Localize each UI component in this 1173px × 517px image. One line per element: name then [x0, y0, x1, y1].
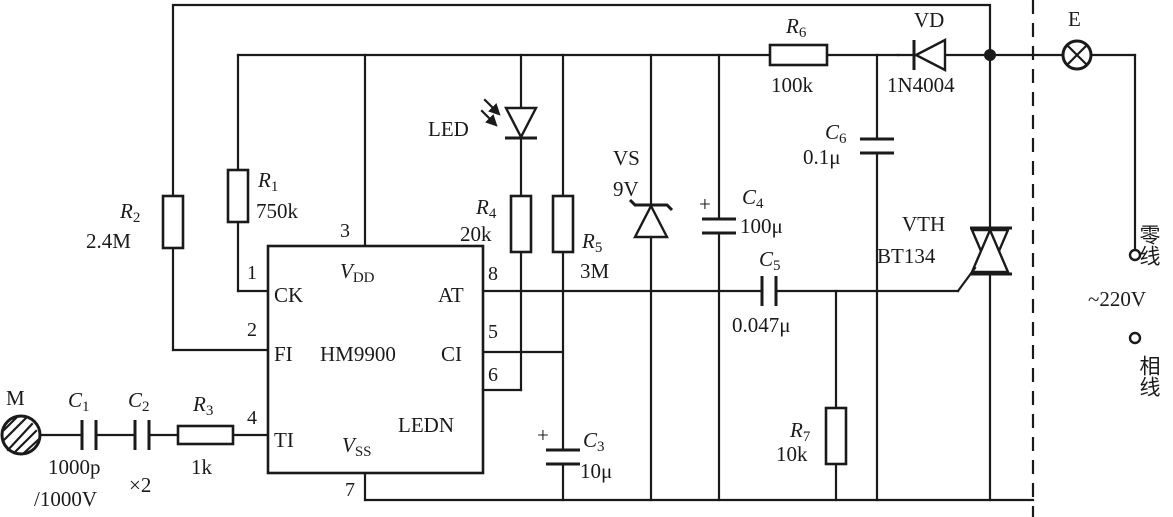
pin-ti-label: TI [274, 428, 294, 452]
ic-hm9900 [266, 244, 485, 475]
c1-voltage: /1000V [34, 487, 97, 511]
resistor-r6 [768, 43, 829, 67]
resistor-r1 [226, 168, 250, 224]
neutral-terminal [1128, 248, 1142, 262]
resistor-r4 [509, 194, 533, 254]
pin-vss-label: VSS [342, 433, 372, 460]
pin-8-number: 8 [488, 263, 498, 285]
pin-at-label: AT [438, 283, 464, 307]
neutral-label: 零线 [1137, 224, 1161, 266]
phase-label: 相线 [1137, 355, 1161, 397]
r1-value: 750k [256, 199, 299, 223]
capacitor-c5 [760, 276, 778, 306]
pin-1-number: 1 [247, 262, 257, 284]
c5-value: 0.047μ [732, 313, 791, 337]
resistor-r7 [824, 406, 848, 466]
vs-value: 9V [613, 177, 639, 201]
r4-value: 20k [460, 222, 492, 246]
capacitor-c2 [133, 420, 151, 450]
capacitor-c6 [860, 137, 894, 155]
r2-ref: R2 [119, 199, 140, 226]
pin-6-number: 6 [488, 364, 498, 386]
c3-value: 10μ [580, 459, 612, 483]
led-label: LED [428, 117, 469, 141]
r2-value: 2.4M [86, 229, 131, 253]
wires [38, 3, 1137, 502]
ic-name: HM9900 [320, 342, 396, 366]
resistor-r3 [176, 424, 235, 446]
mains-voltage: ~220V [1088, 287, 1146, 311]
r7-value: 10k [776, 442, 808, 466]
lamp-e [1061, 39, 1093, 71]
r5-value: 3M [580, 259, 610, 283]
vth-label: VTH [902, 212, 945, 236]
c5-ref: C5 [759, 247, 781, 274]
r3-ref: R3 [192, 392, 213, 419]
pin-ci-label: CI [441, 342, 462, 366]
triac-vth [956, 226, 1012, 293]
c4-value: 100μ [740, 214, 783, 238]
pin-ledn-label: LEDN [398, 413, 454, 437]
c3-polarity: + [537, 423, 549, 447]
c1-quantity: ×2 [129, 473, 151, 497]
r6-ref: R6 [785, 14, 807, 41]
r4-ref: R4 [475, 195, 497, 222]
c1-value: 1000p [48, 455, 101, 479]
vth-value: BT134 [877, 244, 936, 268]
pin-3-number: 3 [340, 220, 350, 242]
pin-7-number: 7 [345, 479, 355, 501]
capacitor-c3 [546, 448, 580, 466]
pin-5-number: 5 [488, 321, 498, 343]
zener-vs [628, 198, 674, 239]
lamp-label: E [1068, 7, 1081, 31]
r6-value: 100k [771, 73, 814, 97]
microphone-m [0, 414, 42, 456]
c6-ref: C6 [825, 120, 847, 147]
pin-vdd-label: VDD [340, 259, 375, 286]
junction-dot [984, 49, 996, 61]
vs-label: VS [613, 146, 640, 170]
r3-value: 1k [191, 455, 213, 479]
pin-4-number: 4 [247, 407, 257, 429]
capacitor-c1 [80, 420, 98, 450]
r7-ref: R7 [789, 418, 811, 445]
c1-ref: C1 [68, 388, 90, 415]
c3-ref: C3 [583, 428, 605, 455]
pin-ck-label: CK [274, 283, 303, 307]
capacitor-c4 [702, 217, 736, 235]
pin-fi-label: FI [274, 342, 293, 366]
diode-vd [896, 38, 947, 72]
vd-value: 1N4004 [887, 73, 955, 97]
resistor-r2 [161, 194, 185, 250]
c6-value: 0.1μ [803, 145, 841, 169]
c4-ref: C4 [742, 185, 764, 212]
r5-ref: R5 [581, 229, 602, 256]
led-diode [480, 98, 538, 140]
c2-ref: C2 [128, 388, 150, 415]
vd-label: VD [914, 8, 944, 32]
phase-terminal [1128, 331, 1142, 345]
pin-2-number: 2 [247, 319, 257, 341]
c4-polarity: + [699, 192, 711, 216]
resistor-r5 [551, 194, 575, 254]
r1-ref: R1 [257, 168, 278, 195]
m-label: M [6, 386, 25, 410]
